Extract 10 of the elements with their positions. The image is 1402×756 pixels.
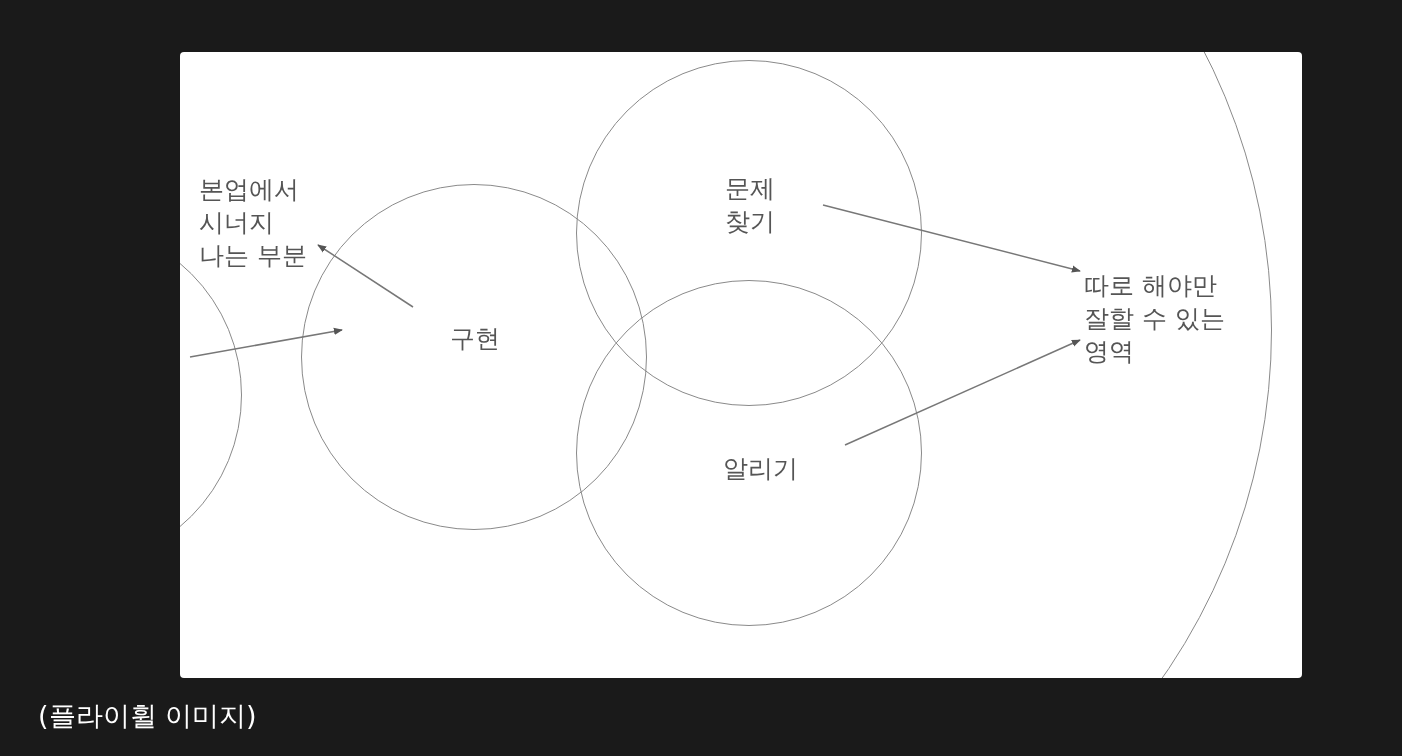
arrow <box>822 204 1081 273</box>
arrow <box>317 244 414 308</box>
arrow <box>844 339 1081 446</box>
node-label: 문제 찾기 <box>724 173 776 238</box>
arrow <box>189 327 343 358</box>
node-label: 구현 <box>449 323 501 355</box>
node-label: 알리기 <box>721 453 799 485</box>
annotation-text: 본업에서 시너지 나는 부분 <box>199 173 329 272</box>
caption: (플라이휠 이미지) <box>38 699 257 733</box>
annotation-text: 따로 해야만 잘할 수 있는 영역 <box>1084 269 1249 368</box>
